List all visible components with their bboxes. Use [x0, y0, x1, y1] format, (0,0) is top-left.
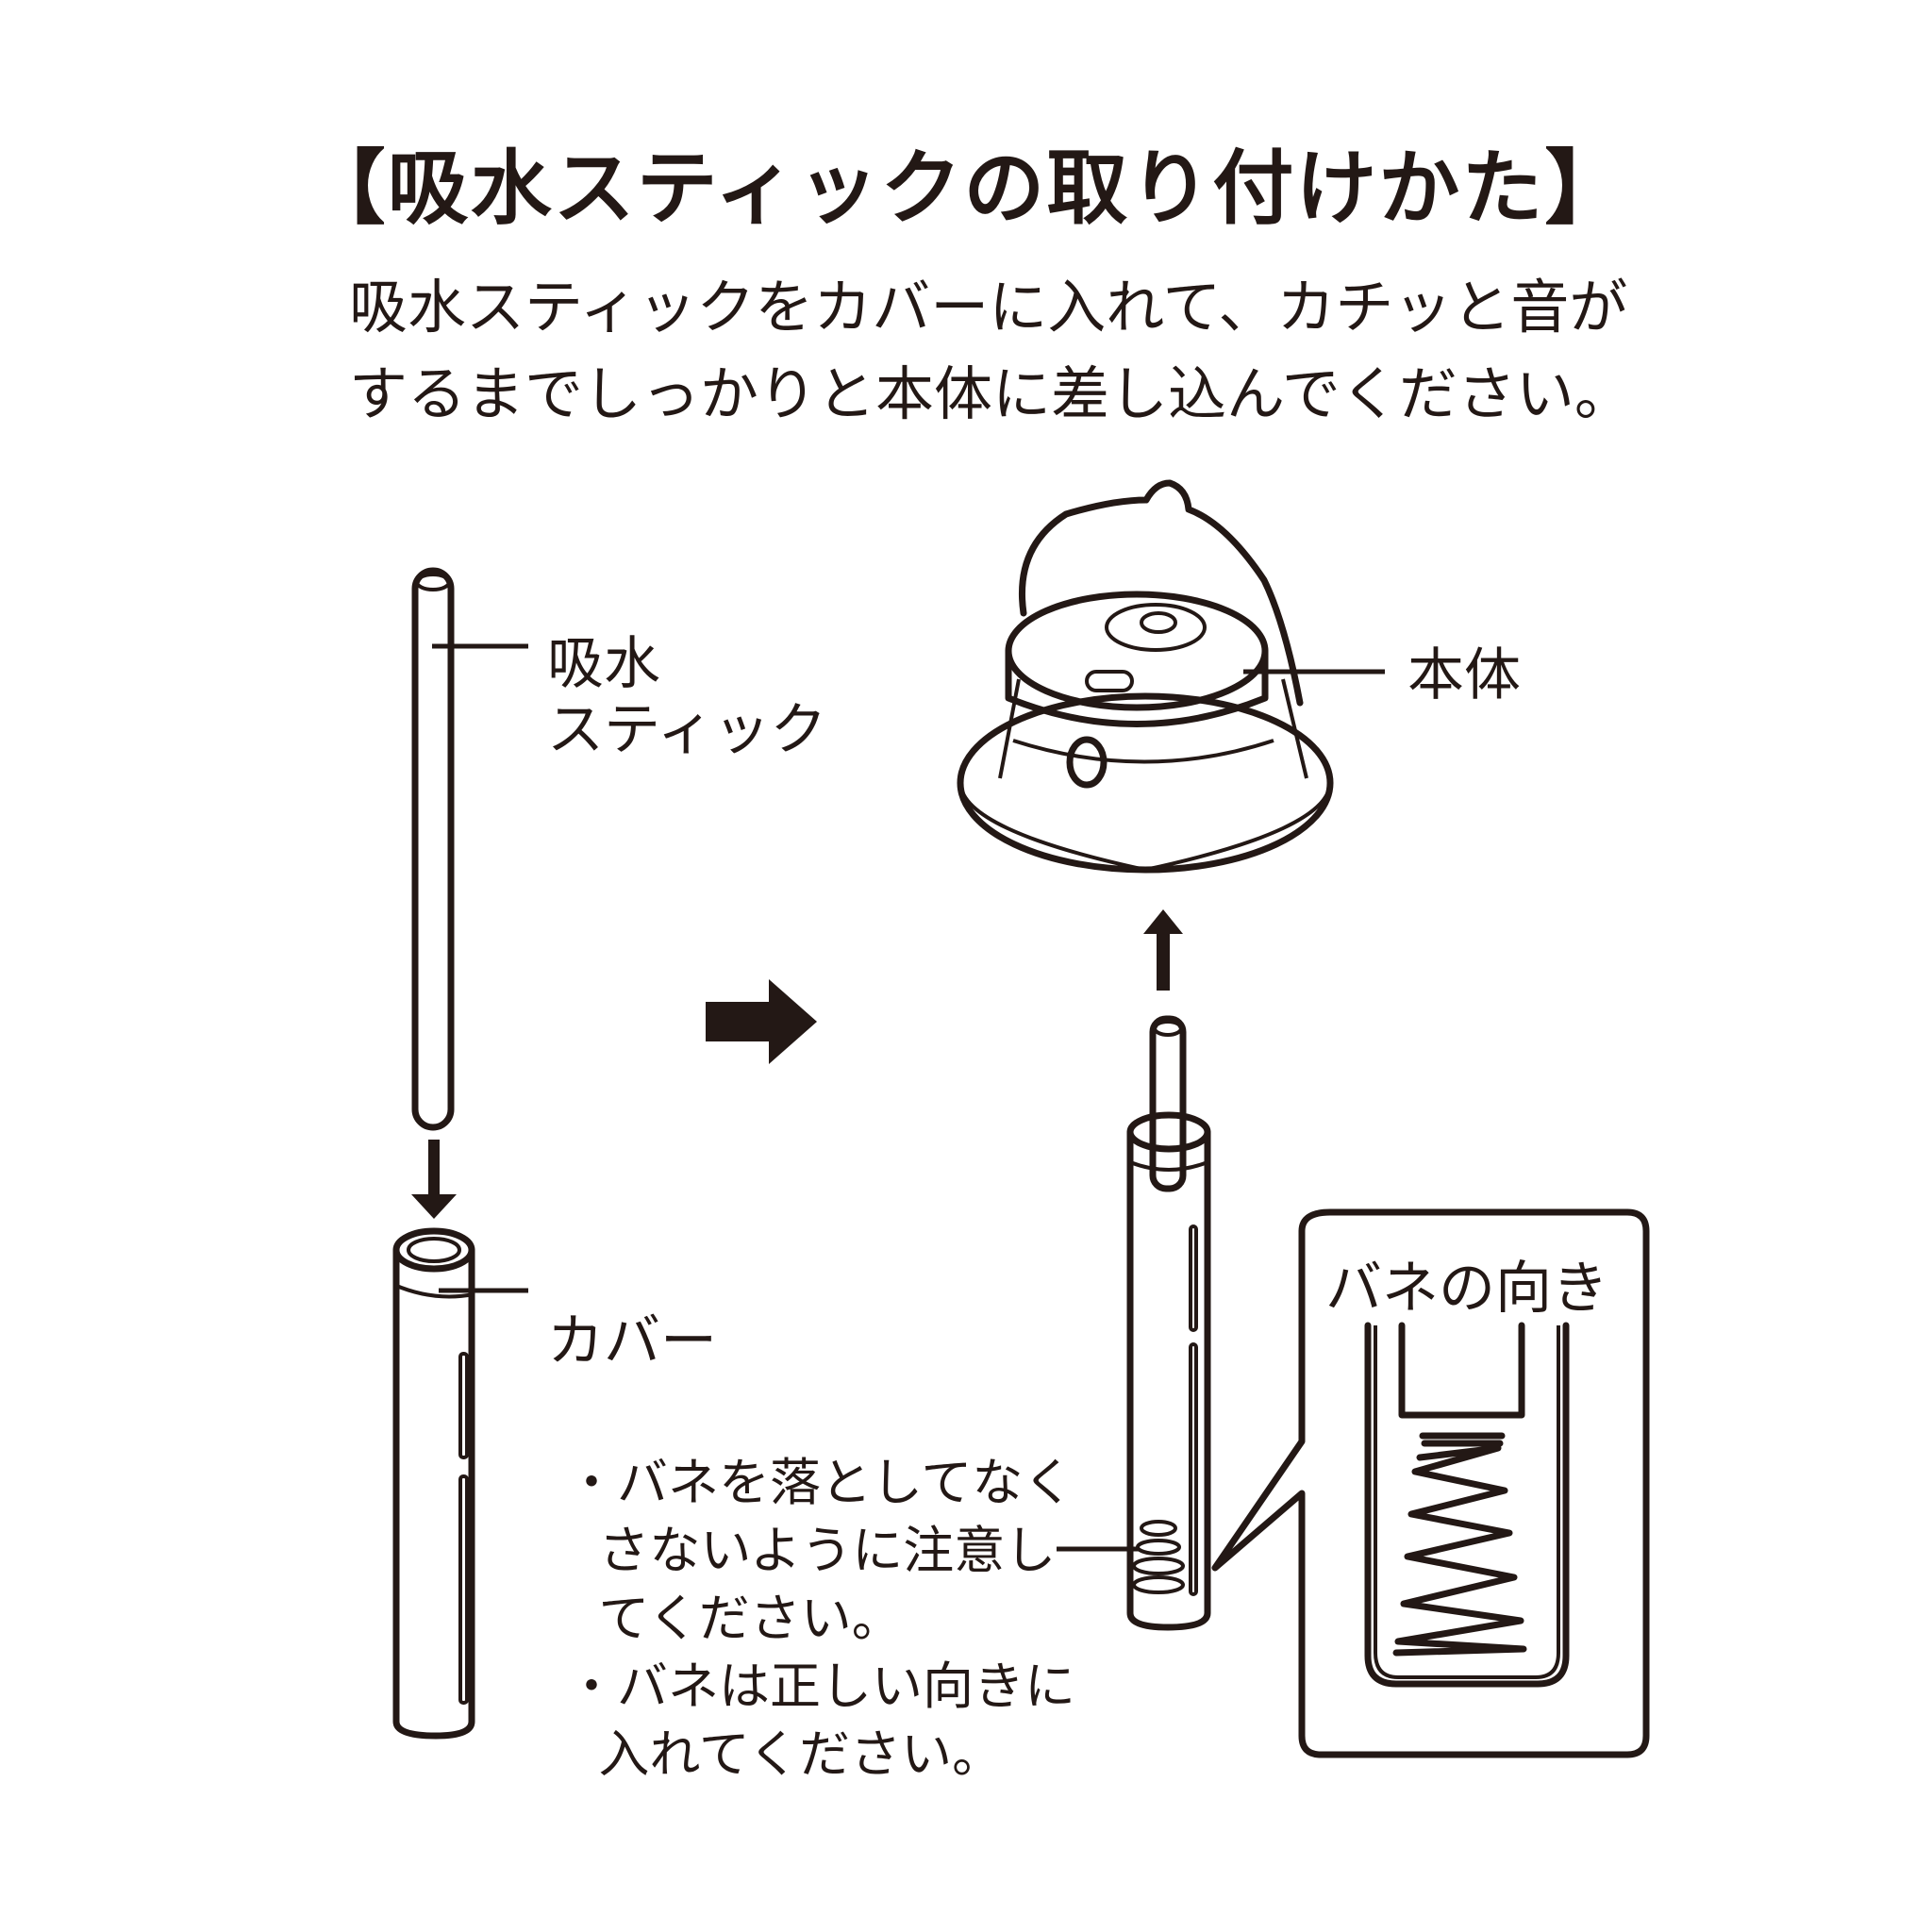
- body-label: 本体: [1407, 642, 1521, 708]
- arrow-up-icon: [1143, 909, 1183, 991]
- note-1-line-3: てください。: [566, 1589, 903, 1648]
- instruction-line-2: するまでしっかりと本体に差し込んでください。: [349, 359, 1633, 428]
- spring-direction-label: バネの向き: [1325, 1256, 1608, 1322]
- stick-label-line-2: スティック: [547, 697, 827, 763]
- stick-label-line-1: 吸水: [547, 631, 660, 697]
- instruction-line-1: 吸水スティックをカバーに入れて、カチッと音が: [349, 273, 1628, 341]
- arrow-down-icon: [411, 1140, 457, 1219]
- note-2-line-1: ・バネは正しい向きに: [566, 1657, 1075, 1716]
- spring-direction-callout: [1211, 1208, 1650, 1758]
- cover-illustration: [392, 1227, 528, 1740]
- note-2-line-2: 入れてください。: [566, 1724, 1004, 1784]
- assembled-stick-illustration: [1057, 1015, 1211, 1631]
- water-stick-illustration: [411, 567, 528, 1131]
- page-title: 【吸水スティックの取り付けかた】: [304, 142, 1628, 236]
- note-1-line-1: ・バネを落としてなく: [566, 1453, 1074, 1512]
- cover-label: カバー: [547, 1308, 717, 1374]
- arrow-right-icon: [706, 979, 817, 1064]
- note-1-line-2: さないように注意し: [566, 1521, 1057, 1580]
- main-body-illustration: [957, 479, 1385, 874]
